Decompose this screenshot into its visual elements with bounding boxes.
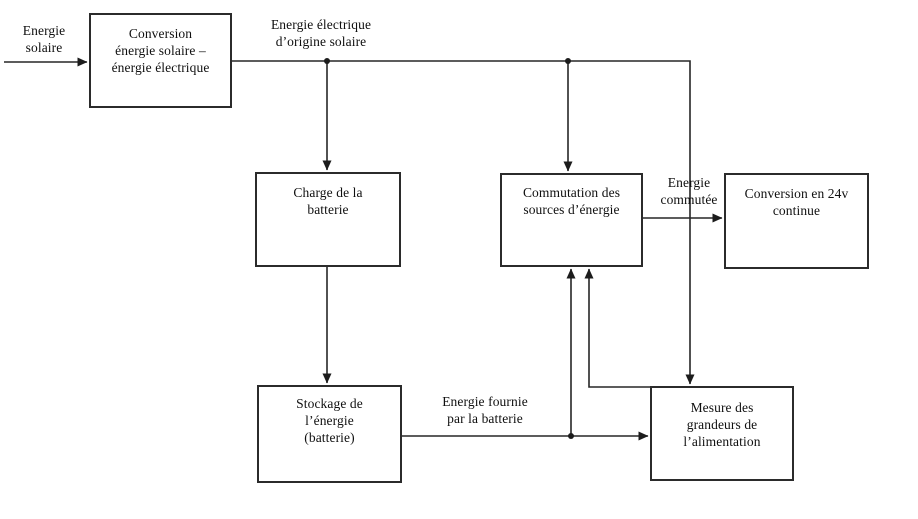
node-label-mesure-grandeurs: Mesure des grandeurs de l’alimentation bbox=[683, 400, 761, 449]
edge-label-energie-electrique: Energie électrique d’origine solaire bbox=[270, 17, 372, 49]
node-commutation-sources: Commutation des sources d’énergie bbox=[500, 173, 643, 267]
node-conversion-energie-solaire: Conversion énergie solaire – énergie éle… bbox=[89, 13, 232, 108]
node-label-conversion-24v: Conversion en 24v continue bbox=[744, 186, 849, 218]
junction-dot-rail-commutation bbox=[565, 58, 571, 64]
node-label-commutation-sources: Commutation des sources d’énergie bbox=[522, 185, 621, 217]
junction-dot-rail-charge bbox=[324, 58, 330, 64]
arrow-mesure-to-commutation bbox=[584, 268, 650, 388]
edge-label-energie-fournie: Energie fournie par la batterie bbox=[442, 394, 528, 426]
arrow-rail-to-mesure bbox=[232, 60, 695, 385]
edge-label-energie-solaire: Energie solaire bbox=[22, 23, 66, 55]
node-label-charge-batterie: Charge de la batterie bbox=[293, 185, 363, 217]
node-charge-batterie: Charge de la batterie bbox=[255, 172, 401, 267]
edge-label-energie-commutee: Energie commutée bbox=[660, 175, 718, 207]
node-label-conversion-energie-solaire: Conversion énergie solaire – énergie éle… bbox=[111, 26, 210, 75]
junction-dot-batterie-line bbox=[568, 433, 574, 439]
node-label-stockage-energie: Stockage de l’énergie (batterie) bbox=[296, 396, 363, 445]
node-mesure-grandeurs: Mesure des grandeurs de l’alimentation bbox=[650, 386, 794, 481]
node-stockage-energie: Stockage de l’énergie (batterie) bbox=[257, 385, 402, 483]
node-conversion-24v: Conversion en 24v continue bbox=[724, 173, 869, 269]
